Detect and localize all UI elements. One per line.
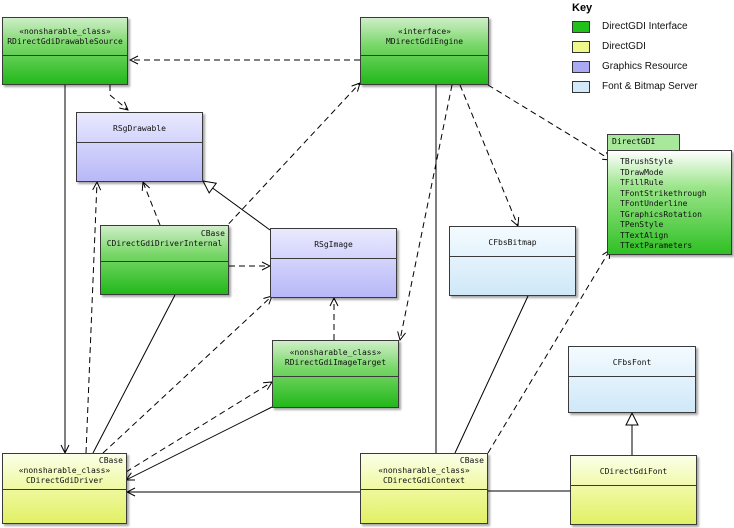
class-mdirectgdiengine[interactable]: «interface» MDirectGdiEngine — [360, 17, 489, 85]
package-name: DirectGDI — [612, 137, 656, 146]
class-cdirectgdifont[interactable]: CDirectGdiFont — [570, 455, 697, 525]
class-rdirectgdidrawablesource[interactable]: «nonsharable_class» RDirectGdiDrawableSo… — [2, 17, 128, 85]
class-cdirectgdidriverinternal[interactable]: CBase CDirectGdiDriverInternal — [100, 225, 229, 295]
package-tab: DirectGDI — [607, 134, 680, 151]
package-type: TDrawMode — [620, 167, 664, 177]
base-class-label: CBase — [98, 456, 123, 465]
class-cfbsbitmap[interactable]: CFbsBitmap — [449, 226, 576, 296]
swatch-light-blue — [572, 81, 590, 93]
class-cdirectgdidriver[interactable]: CBase «nonsharable_class» CDirectGdiDriv… — [2, 453, 127, 524]
legend-label: DirectGDI — [602, 41, 646, 52]
base-class-label: CBase — [459, 456, 484, 465]
swatch-yellow — [572, 41, 590, 53]
class-name: RSgDrawable — [113, 124, 166, 133]
class-rsgimage[interactable]: RSgImage — [270, 228, 397, 298]
class-name: MDirectGdiEngine — [385, 37, 464, 46]
legend-title: Key — [572, 2, 593, 14]
package-directgdi[interactable]: TBrushStyle TDrawMode TFillRule TFontStr… — [607, 150, 732, 255]
class-rdirectgdiimagetarget[interactable]: «nonsharable_class» RDirectGdiImageTarge… — [272, 340, 399, 408]
class-name: CDirectGdiContext — [383, 476, 465, 485]
class-name: CDirectGdiDriver — [25, 476, 104, 485]
class-name: CDirectGdiFont — [599, 467, 668, 476]
stereotype-label: «nonsharable_class» — [19, 27, 111, 36]
legend-label: DirectGDI Interface — [602, 21, 688, 32]
stereotype-label: «nonsharable_class» — [289, 348, 382, 357]
swatch-green — [572, 21, 590, 33]
class-name: RDirectGdiImageTarget — [284, 358, 387, 367]
package-type: TFillRule — [620, 178, 664, 187]
package-type: TBrushStyle — [620, 157, 673, 166]
legend-label: Graphics Resource — [602, 61, 688, 72]
stereotype-label: «nonsharable_class» — [378, 466, 470, 475]
class-cdirectgdicontext[interactable]: CBase «nonsharable_class» CDirectGdiCont… — [360, 453, 488, 524]
class-name: CFbsBitmap — [488, 238, 537, 247]
stereotype-label: «nonsharable_class» — [18, 466, 111, 475]
package-type: TFontUnderline — [620, 199, 688, 208]
package-type: TFontStrikethrough — [620, 188, 707, 198]
base-class-label: CBase — [200, 229, 225, 238]
class-name: RDirectGdiDrawableSource — [7, 37, 123, 46]
class-name: CFbsFont — [612, 358, 652, 367]
class-cfbsfont[interactable]: CFbsFont — [568, 346, 696, 413]
package-type: TPenStyle — [620, 220, 664, 229]
stereotype-label: «interface» — [398, 27, 451, 36]
class-rsgdrawable[interactable]: RSgDrawable — [76, 112, 203, 182]
legend: Key DirectGDI Interface DirectGDI Graphi… — [566, 0, 734, 100]
class-name: CDirectGdiDriverInternal — [106, 239, 223, 248]
legend-label: Font & Bitmap Server — [602, 81, 698, 92]
swatch-blue — [572, 61, 590, 73]
package-type: TTextAlign — [620, 230, 669, 240]
package-type: TTextParameters — [620, 241, 693, 250]
package-type-list: TBrushStyle TDrawMode TFillRule TFontStr… — [608, 151, 731, 252]
class-name: RSgImage — [314, 240, 353, 249]
package-type: TGraphicsRotation — [620, 209, 702, 219]
